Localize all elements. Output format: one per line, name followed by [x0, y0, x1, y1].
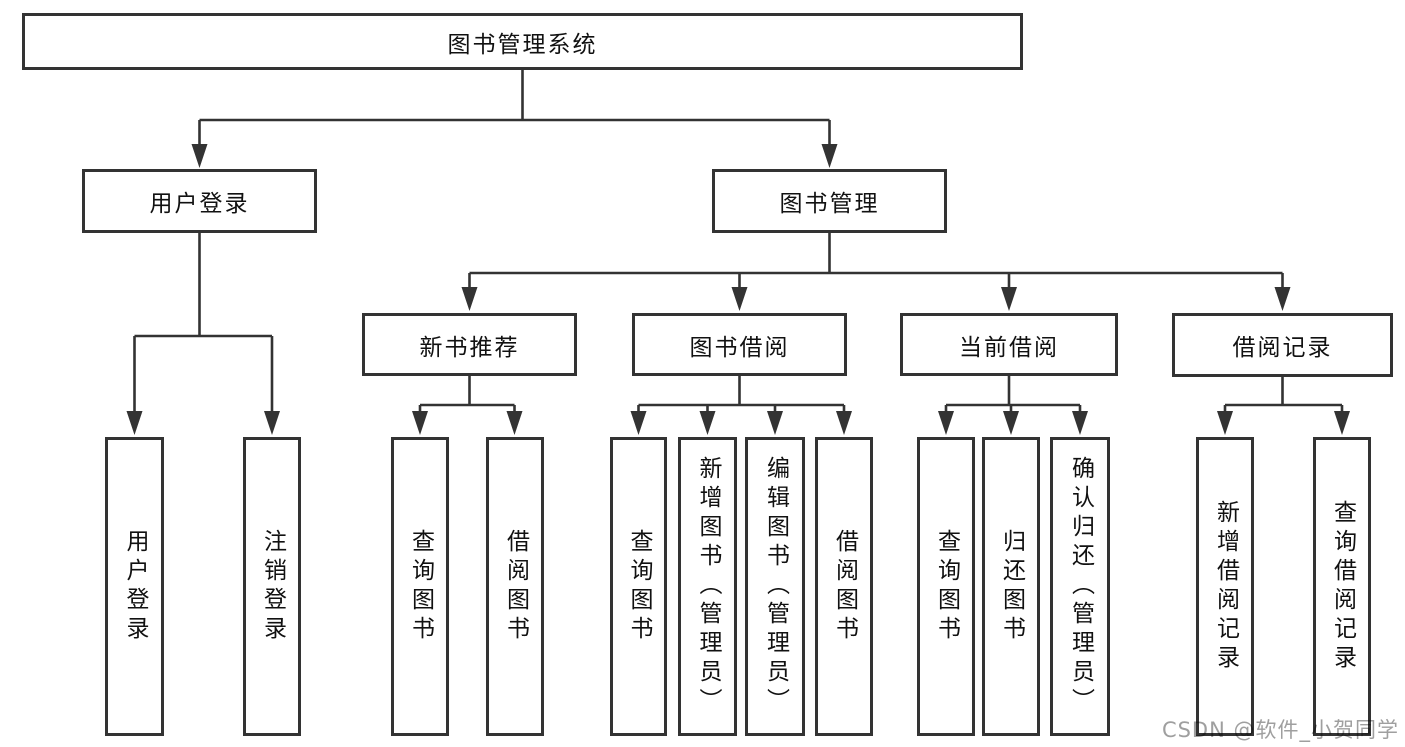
node-library-management-system: 图书管理系统 — [22, 13, 1023, 70]
branch-borrowing-records — [1223, 377, 1344, 413]
branch-book-management — [468, 233, 1284, 289]
node-leaf-borrow-books-recommendation: 借阅图书 — [486, 437, 544, 736]
node-leaf-query-borrow-record: 查询借阅记录 — [1313, 437, 1371, 736]
node-label: 借阅图书 — [831, 528, 858, 645]
node-label: 编辑图书（管理员） — [762, 456, 789, 717]
node-user-login: 用户登录 — [82, 169, 317, 233]
node-leaf-add-borrow-record: 新增借阅记录 — [1196, 437, 1254, 736]
node-leaf-edit-book-admin: 编辑图书（管理员） — [745, 437, 805, 736]
node-label: 用户登录 — [149, 191, 250, 217]
node-book-management: 图书管理 — [712, 169, 947, 233]
node-leaf-confirm-return-admin: 确认归还（管理员） — [1050, 437, 1110, 736]
node-label: 新书推荐 — [419, 334, 520, 361]
node-label: 图书管理 — [779, 191, 880, 217]
node-label: 图书借阅 — [689, 334, 790, 361]
node-label: 注销登录 — [259, 528, 286, 645]
node-borrowing-records: 借阅记录 — [1172, 313, 1393, 377]
node-label: 归还图书 — [998, 528, 1025, 645]
node-new-book-recommendation: 新书推荐 — [362, 313, 577, 376]
node-label: 查询图书 — [407, 528, 434, 645]
node-label: 查询图书 — [933, 528, 960, 645]
node-leaf-logout: 注销登录 — [243, 437, 301, 736]
node-label: 图书管理系统 — [447, 31, 598, 58]
node-leaf-borrow-books: 借阅图书 — [815, 437, 873, 736]
node-label: 用户登录 — [122, 528, 148, 645]
node-leaf-user-login: 用户登录 — [105, 437, 164, 736]
node-label: 新增借阅记录 — [1212, 499, 1239, 674]
branch-new-book-recommendation — [418, 376, 516, 413]
arrowheads — [126, 144, 1350, 435]
csdn-watermark: CSDN @软件_小贺同学 — [1161, 718, 1399, 742]
node-label: 借阅记录 — [1232, 335, 1333, 361]
node-label: 借阅图书 — [502, 528, 529, 645]
branch-root — [198, 70, 831, 146]
node-leaf-return-book: 归还图书 — [982, 437, 1040, 736]
node-label: 新增图书（管理员） — [695, 456, 721, 717]
node-label: 当前借阅 — [959, 334, 1059, 361]
branch-user-login — [133, 233, 274, 413]
node-leaf-add-book-admin: 新增图书（管理员） — [678, 437, 737, 736]
node-current-borrowing: 当前借阅 — [900, 313, 1118, 376]
node-leaf-query-books-current: 查询图书 — [917, 437, 975, 736]
node-label: 查询借阅记录 — [1329, 499, 1356, 674]
branch-current-borrowing — [944, 376, 1082, 413]
node-book-borrowing: 图书借阅 — [632, 313, 847, 376]
node-label: 查询图书 — [626, 528, 652, 645]
branch-book-borrowing — [637, 376, 846, 413]
node-label: 确认归还（管理员） — [1067, 456, 1094, 717]
node-leaf-query-books-recommendation: 查询图书 — [391, 437, 449, 736]
node-leaf-query-books-borrowing: 查询图书 — [610, 437, 667, 736]
